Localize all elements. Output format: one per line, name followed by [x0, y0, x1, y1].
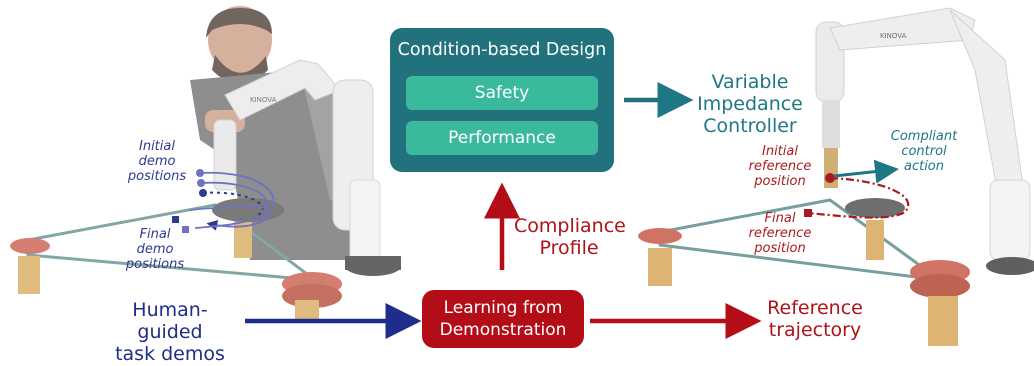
diagram-graphics: KINOVA	[10, 6, 1034, 346]
compliance-line2: Profile	[539, 236, 599, 259]
performance-box: Performance	[406, 121, 598, 155]
left-robot-brand: KINOVA	[250, 96, 277, 104]
compliance-profile-label: Compliance Profile	[514, 215, 626, 260]
initial-demo-line3: positions	[127, 168, 187, 184]
lfd-box: Learning from Demonstration	[422, 290, 584, 348]
controller-line1: Variable	[711, 71, 789, 93]
compliant-line2: control	[901, 143, 947, 159]
human-demos-line1: Human-guided	[132, 299, 208, 343]
reference-trajectory-label: Reference trajectory	[755, 297, 875, 342]
right-belt-assembly	[638, 198, 970, 346]
safety-box: Safety	[406, 76, 598, 110]
initial-reference-line1: Initial	[762, 144, 798, 159]
right-robot-brand: KINOVA	[880, 32, 907, 40]
left-scene: KINOVA	[10, 6, 401, 320]
compliant-action-label: Compliant control action	[882, 129, 966, 175]
final-demo-label: Final demo positions	[120, 227, 190, 273]
compliant-line1: Compliant	[890, 129, 958, 144]
controller-label: Variable Impedance Controller	[690, 71, 810, 138]
controller-line3: Controller	[703, 114, 797, 137]
demo-trajectories	[172, 169, 275, 233]
initial-demo-line1: Initial	[139, 139, 175, 154]
final-demo-line2: demo	[136, 241, 174, 257]
final-reference-label: Final reference position	[738, 211, 822, 257]
final-demo-line3: positions	[125, 256, 185, 272]
reference-trajectory-path	[804, 159, 910, 219]
final-reference-line3: position	[754, 240, 806, 256]
right-robot-arm: KINOVA	[815, 7, 1034, 275]
initial-reference-line2: reference	[748, 158, 812, 174]
initial-demo-label: Initial demo positions	[122, 139, 192, 185]
human-demos-label: Human-guided task demos	[100, 299, 240, 366]
design-box-title: Condition-based Design	[397, 40, 607, 60]
compliance-line1: Compliance	[514, 215, 626, 237]
final-reference-line1: Final	[764, 211, 796, 226]
initial-reference-line3: position	[754, 173, 806, 189]
lfd-line1: Learning from	[443, 298, 563, 318]
left-robot-arm: KINOVA	[213, 59, 401, 276]
initial-reference-label: Initial reference position	[738, 144, 822, 190]
final-demo-line1: Final	[139, 227, 171, 242]
controller-line2: Impedance	[697, 92, 803, 115]
reference-trajectory-line1: Reference	[767, 297, 863, 319]
compliant-line3: action	[903, 158, 944, 174]
condition-based-design-box: Condition-based Design Safety Performanc…	[390, 28, 614, 172]
lfd-line2: Demonstration	[439, 320, 567, 340]
final-reference-line2: reference	[748, 225, 812, 241]
reference-trajectory-line2: trajectory	[768, 318, 862, 341]
initial-demo-line2: demo	[138, 153, 176, 169]
right-scene: KINOVA	[638, 7, 1034, 346]
diagram-stage: KINOVA	[10, 6, 1034, 365]
human-demos-line2: task demos	[115, 342, 225, 365]
left-belt-assembly	[10, 198, 342, 320]
